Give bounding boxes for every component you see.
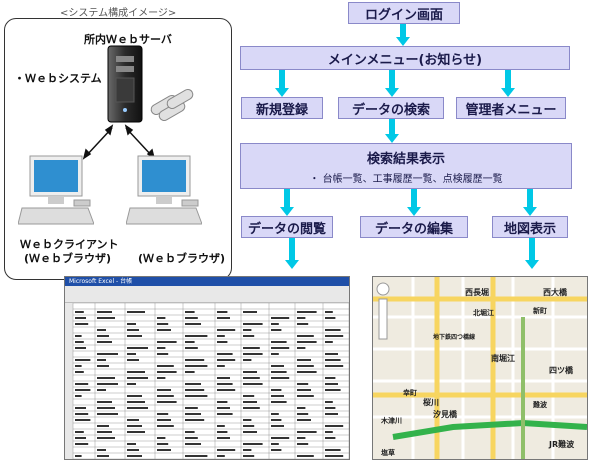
map-label-yotsubashi: 四ツ橋 [549,365,574,375]
storage-disks-icon [150,89,194,121]
spreadsheet-toolbar [65,286,349,303]
client-computer-icon [18,155,94,225]
map-screenshot: 西長堀 西大橋 地下鉄四つ橋線 南堀江 四ツ橋 桜川 汐見橋 JR難波 北堀江 … [372,276,588,460]
admin-menu-box: 管理者メニュー [456,97,566,119]
main-menu-box: メインメニュー(お知らせ) [240,46,570,70]
search-results-title: 検索結果表示 [366,151,445,167]
map-label-nanba: 難波 [533,400,548,409]
client1-label-line2: (Ｗｅｂブラウザ) [24,252,112,265]
data-search-box: データの検索 [338,97,444,119]
new-register-box: 新規登録 [241,97,323,119]
data-edit-box: データの編集 [360,216,468,238]
map-label-sakuragawa: 桜川 [423,397,439,407]
map-label-nishiohashi: 西大橋 [543,287,568,297]
data-view-box: データの閲覧 [241,216,333,238]
client-computer-icon-2 [126,155,202,225]
search-results-box: 検索結果表示 ・ 台帳一覧、工事履歴一覧、点検履歴一覧 [240,143,572,189]
map-label-shinmachi: 新町 [533,306,547,315]
spreadsheet-screenshot: Microsoft Excel - 台帳 [64,276,350,460]
spreadsheet-grid [65,302,349,459]
web-system-label: ・Ｗｅｂシステム [14,72,102,85]
spreadsheet-titlebar: Microsoft Excel - 台帳 [65,277,349,286]
map-view-box: 地図表示 [492,216,568,238]
map-label-jrnanba: JR難波 [548,439,575,449]
map-label-kizugawa: 木津川 [380,416,402,425]
map-label-shiomibashi: 汐見橋 [433,409,458,419]
map-label-shiokusa: 塩草 [381,448,395,457]
client2-label: (Ｗｅｂブラウザ) [138,252,226,265]
map-label-minamihorie: 南堀江 [491,353,515,363]
network-connection-arrows [82,124,156,160]
map-label-subway: 地下鉄四つ橋線 [433,333,475,341]
client1-label-line1: Ｗｅｂクライアント [20,238,119,251]
server-icon [107,45,143,123]
map-label-saiwaicho: 幸町 [403,388,417,397]
map-label-kitahorie: 北堀江 [473,308,494,317]
search-results-subtitle: ・ 台帳一覧、工事履歴一覧、点検履歴一覧 [309,173,503,185]
server-label: 所内Ｗｅｂサーバ [84,33,172,46]
map-canvas: 西長堀 西大橋 地下鉄四つ橋線 南堀江 四ツ橋 桜川 汐見橋 JR難波 北堀江 … [373,277,587,459]
login-screen-box: ログイン画面 [348,2,460,24]
map-label-nishinagahori: 西長堀 [465,287,489,297]
system-caption: <システム構成イメージ> [60,8,177,19]
